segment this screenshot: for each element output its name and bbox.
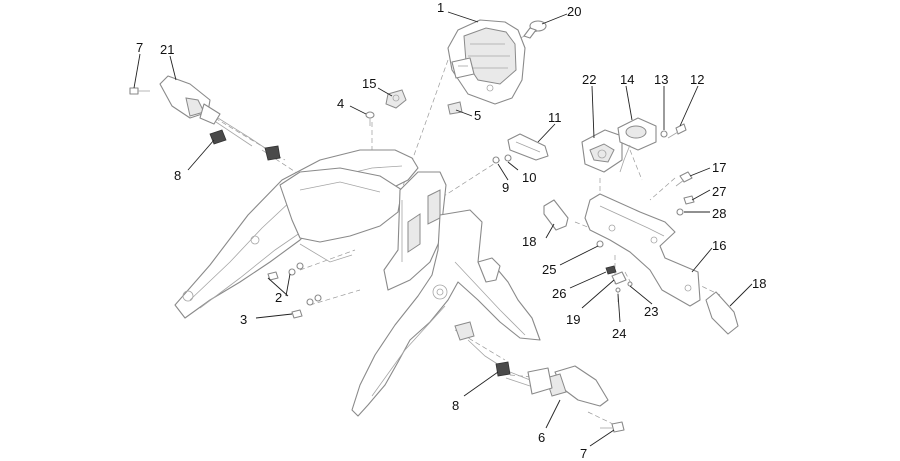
callout-24: 24 — [612, 326, 626, 341]
callout-15: 15 — [362, 76, 376, 91]
callout-28: 28 — [712, 206, 726, 221]
screw-4 — [365, 111, 375, 126]
callout-13: 13 — [654, 72, 668, 87]
screw-12-washer-13 — [660, 123, 687, 139]
screw-7-bottom — [600, 421, 625, 433]
plate-bracket — [584, 193, 701, 307]
bulb-holder — [523, 20, 547, 39]
tail-light — [447, 19, 526, 105]
callout-18-left: 18 — [522, 234, 536, 249]
callout-labels: 1 20 7 21 15 4 5 22 14 13 12 11 8 9 10 1… — [136, 0, 766, 461]
callout-8-top: 8 — [174, 168, 181, 183]
leader-lines — [133, 11, 753, 447]
small-hardware — [596, 240, 633, 302]
callout-1: 1 — [437, 0, 444, 15]
bolt-17 — [675, 171, 693, 187]
rear-fender — [174, 149, 541, 417]
callout-12: 12 — [690, 72, 704, 87]
callout-4: 4 — [337, 96, 344, 111]
callout-3: 3 — [240, 312, 247, 327]
clip-5 — [447, 101, 463, 115]
screw-27-washer-28 — [676, 195, 695, 216]
callout-7-top: 7 — [136, 40, 143, 55]
turn-signal-left — [159, 75, 269, 151]
callout-17: 17 — [712, 160, 726, 175]
grommet — [385, 89, 407, 109]
reflector-18-right — [705, 291, 739, 335]
callout-25: 25 — [542, 262, 556, 277]
callout-7-bottom: 7 — [580, 446, 587, 461]
nuts-9-10 — [492, 154, 512, 164]
callout-20: 20 — [567, 4, 581, 19]
callout-21: 21 — [160, 42, 174, 57]
callout-16: 16 — [712, 238, 726, 253]
callout-11: 11 — [548, 110, 562, 125]
callout-9: 9 — [502, 180, 509, 195]
callout-22: 22 — [582, 72, 596, 87]
reflector-18-left — [543, 199, 569, 231]
callout-14: 14 — [620, 72, 634, 87]
screw-7-top — [129, 87, 150, 95]
callout-6: 6 — [538, 430, 545, 445]
callout-18-right: 18 — [752, 276, 766, 291]
callout-10: 10 — [522, 170, 536, 185]
callout-8-bottom: 8 — [452, 398, 459, 413]
callout-23: 23 — [644, 304, 658, 319]
callout-26: 26 — [552, 286, 566, 301]
hardware-2-3 — [267, 262, 322, 319]
turn-signal-right — [467, 339, 609, 407]
plate-light-housing — [581, 129, 623, 173]
callout-27: 27 — [712, 184, 726, 199]
callout-19: 19 — [566, 312, 580, 327]
plate-light — [617, 117, 657, 173]
bracket-8-bottom — [454, 321, 511, 377]
reflector-11 — [507, 133, 549, 161]
callout-2: 2 — [275, 290, 282, 305]
callout-5: 5 — [474, 108, 481, 123]
